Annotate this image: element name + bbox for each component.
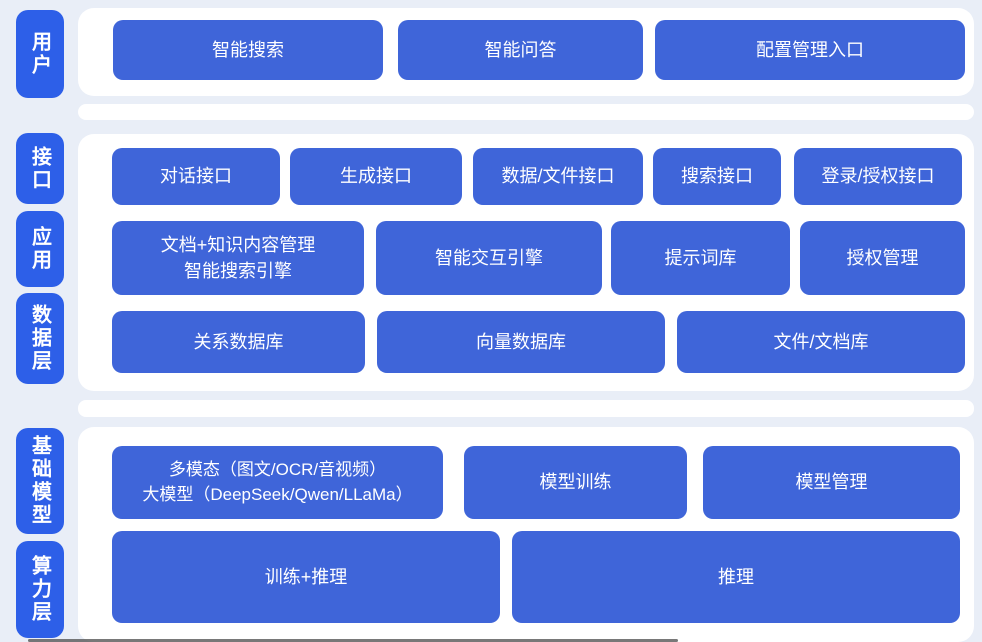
box-inference: 推理	[512, 531, 960, 623]
box-generation-api: 生成接口	[290, 148, 462, 205]
box-model-training: 模型训练	[464, 446, 687, 519]
box-config-management-entry: 配置管理入口	[655, 20, 965, 80]
box-doc-knowledge-search-engine: 文档+知识内容管理 智能搜索引擎	[112, 221, 364, 295]
box-multimodal-llm: 多模态（图文/OCR/音视频） 大模型（DeepSeek/Qwen/LLaMa）	[112, 446, 443, 519]
box-training-inference: 训练+推理	[112, 531, 500, 623]
box-vector-db: 向量数据库	[377, 311, 665, 373]
side-label-interface: 接口	[16, 133, 64, 204]
side-label-base-model: 基础模型	[16, 428, 64, 534]
spacer-band-top	[78, 104, 974, 120]
box-smart-search: 智能搜索	[113, 20, 383, 80]
spacer-band-bottom	[78, 400, 974, 417]
side-label-user: 用户	[16, 10, 64, 98]
box-search-api: 搜索接口	[653, 148, 781, 205]
box-data-file-api: 数据/文件接口	[473, 148, 643, 205]
bottom-edge-line	[28, 639, 678, 642]
box-relational-db: 关系数据库	[112, 311, 365, 373]
side-label-application: 应用	[16, 211, 64, 287]
box-smart-interaction-engine: 智能交互引擎	[376, 221, 602, 295]
box-smart-qa: 智能问答	[398, 20, 643, 80]
box-file-doc-store: 文件/文档库	[677, 311, 965, 373]
box-model-management: 模型管理	[703, 446, 960, 519]
box-prompt-library: 提示词库	[611, 221, 790, 295]
box-dialog-api: 对话接口	[112, 148, 280, 205]
side-label-data-layer: 数据层	[16, 293, 64, 384]
box-auth-management: 授权管理	[800, 221, 965, 295]
box-login-auth-api: 登录/授权接口	[794, 148, 962, 205]
side-label-compute-layer: 算力层	[16, 541, 64, 638]
